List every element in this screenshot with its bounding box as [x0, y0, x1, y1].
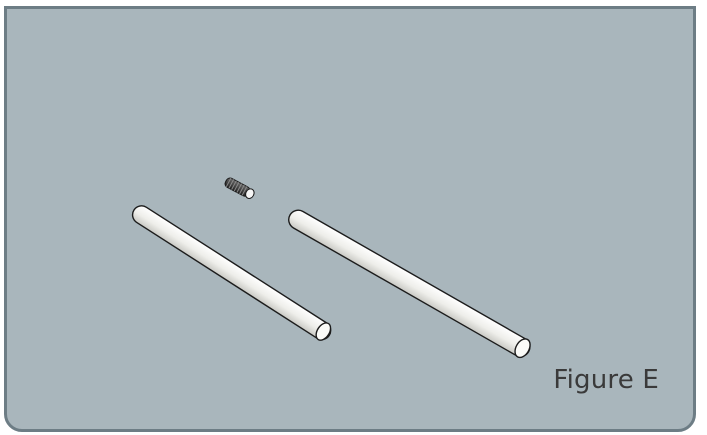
threaded-stud-part [224, 177, 255, 199]
short-rod-part [131, 205, 332, 341]
figure-caption: Figure E [553, 365, 659, 395]
figure-illustration [131, 177, 531, 359]
figure-panel: Figure E [4, 6, 696, 432]
long-rod-part [288, 209, 531, 359]
